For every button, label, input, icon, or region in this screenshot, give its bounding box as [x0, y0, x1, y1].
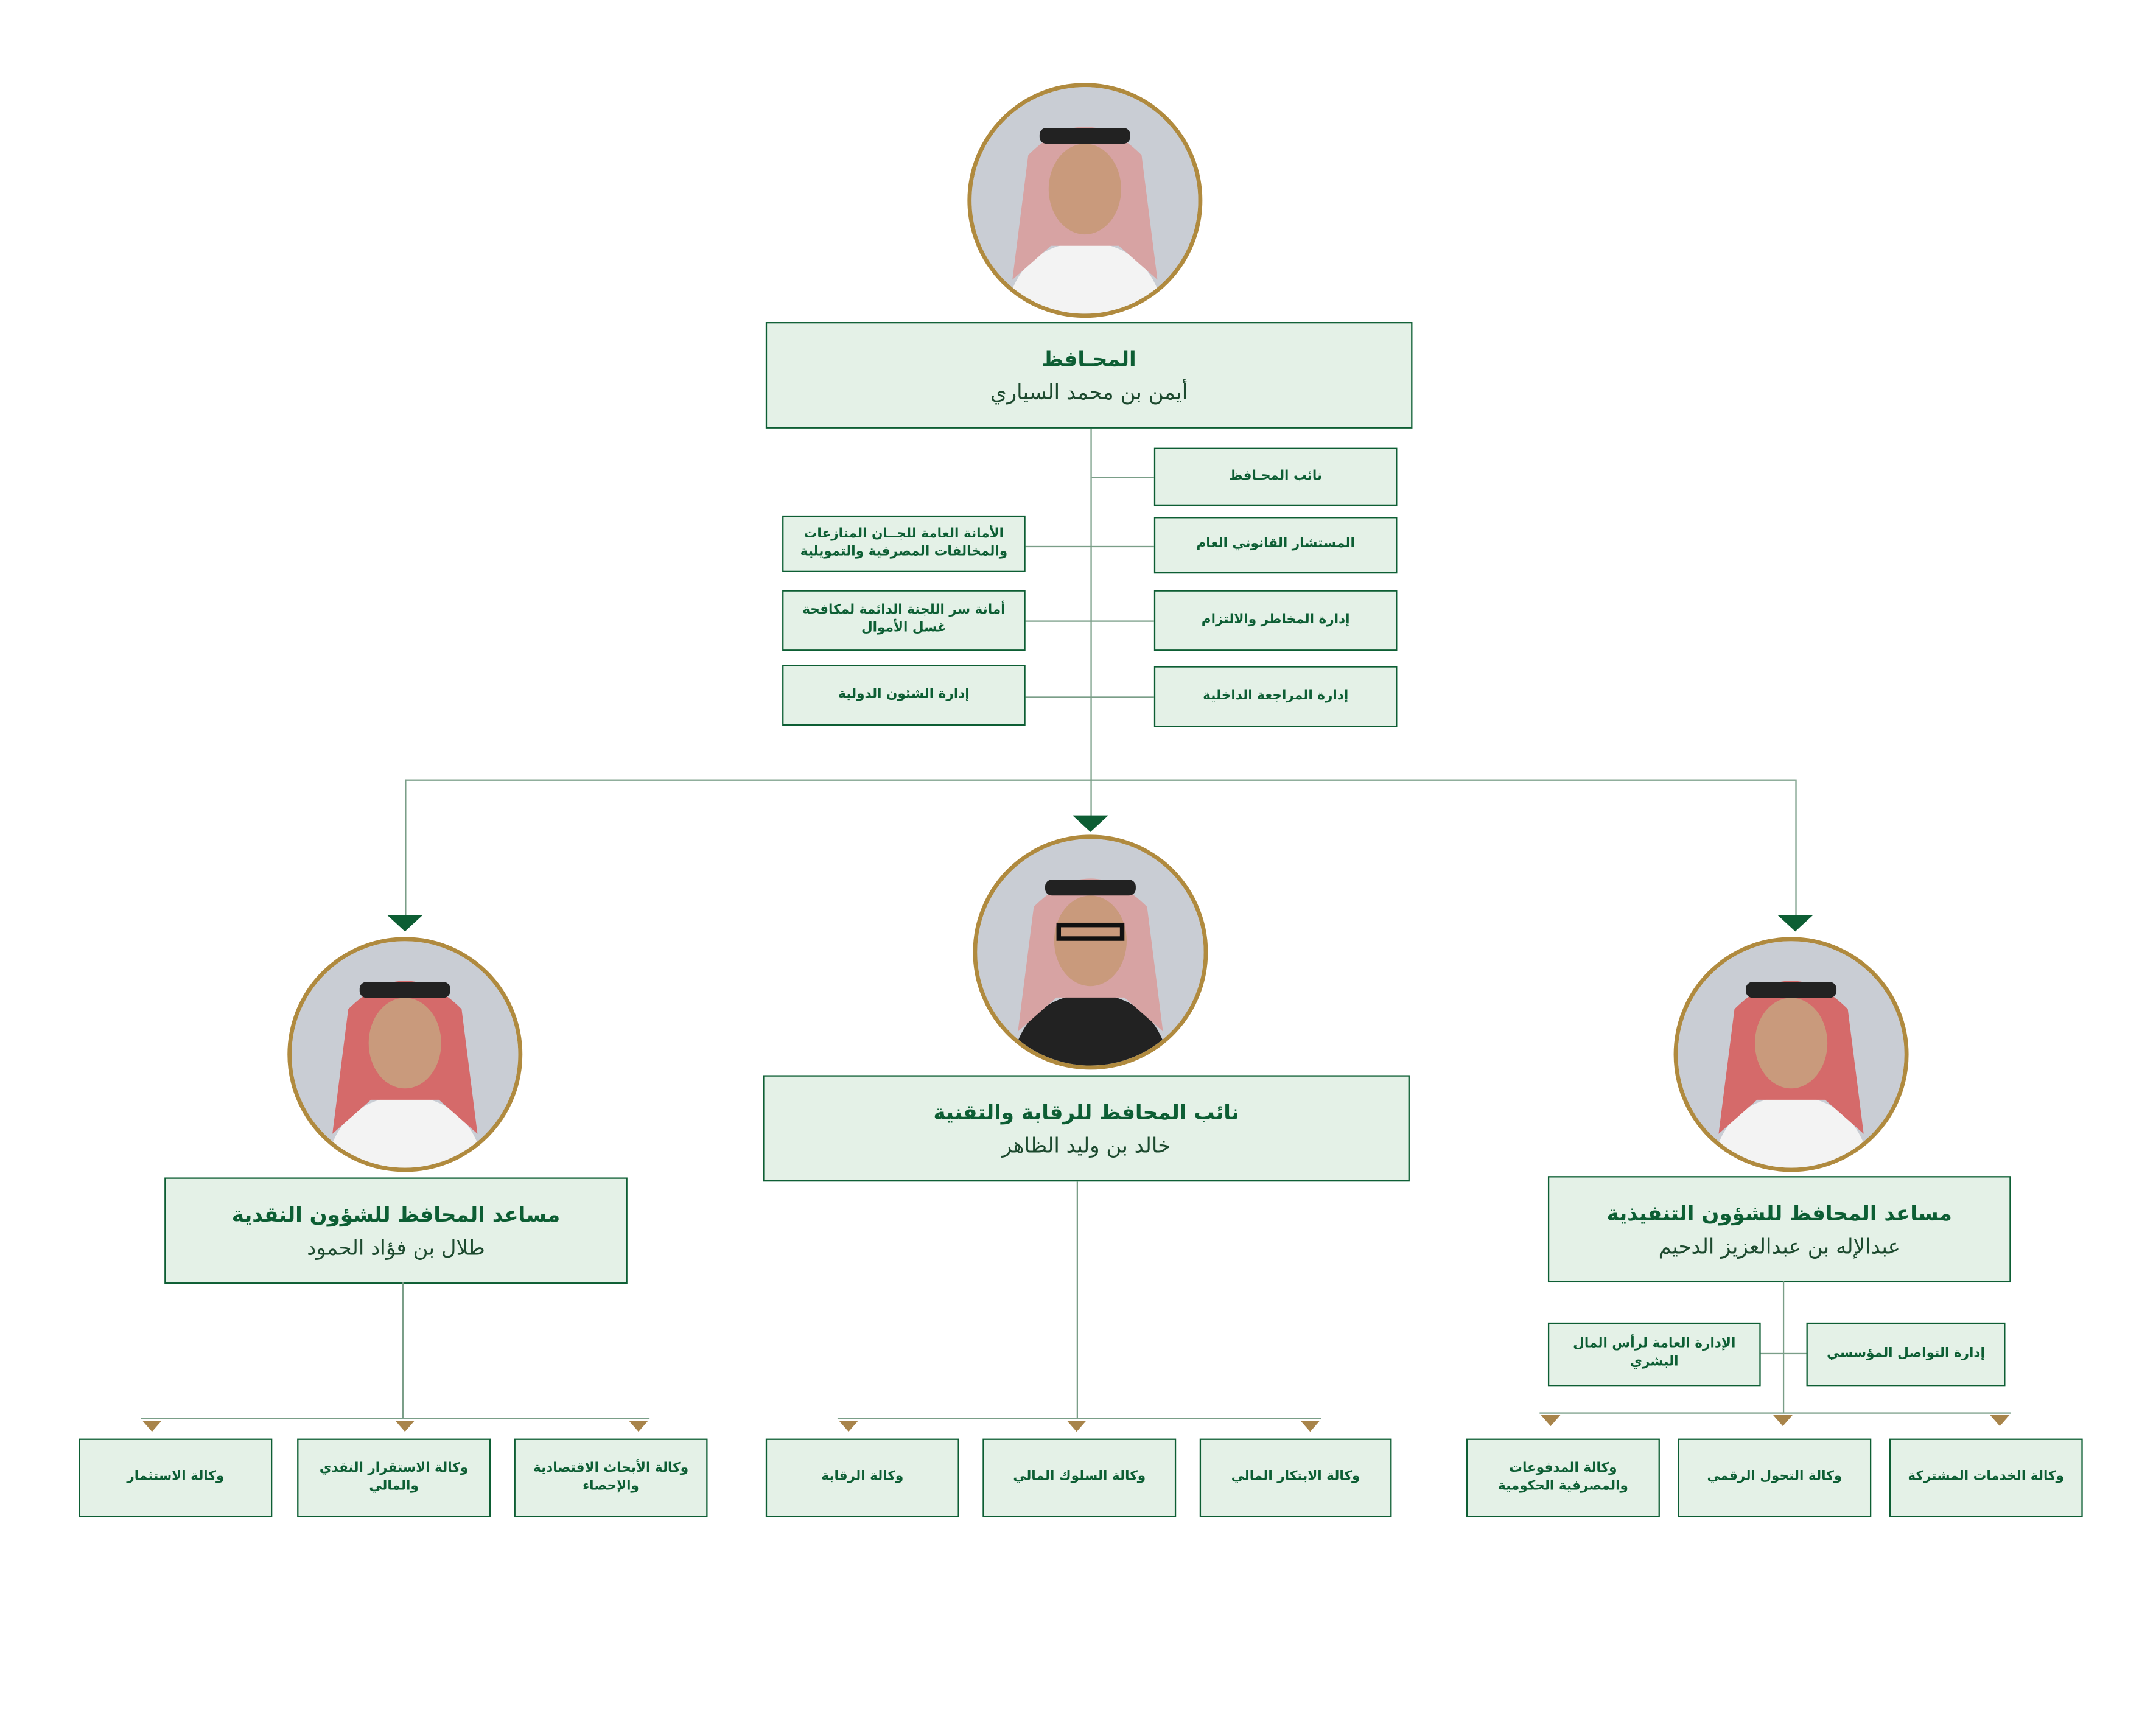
position-title: مساعد المحافظ للشؤون النقدية [231, 1202, 561, 1227]
unit-box: إدارة المخاطر والالتزام [1153, 590, 1398, 651]
governor-photo [967, 83, 1203, 318]
connector-line [837, 1418, 1321, 1419]
person-icon [1678, 941, 1905, 1168]
arrow-down-icon [395, 1421, 415, 1432]
arrow-down-icon [142, 1421, 162, 1432]
connector-line [1024, 696, 1154, 698]
arrow-down-icon [1072, 815, 1108, 832]
position-title: المحـافظ [1041, 346, 1136, 371]
agency-box: وكالة السلوك المالي [982, 1438, 1177, 1518]
governor-box: المحـافظ أيمن بن محمد السياري [765, 322, 1413, 428]
connector-line [141, 1418, 650, 1419]
connector-line [1090, 427, 1092, 817]
person-icon [971, 87, 1199, 314]
agency-box: وكالة الرقابة [765, 1438, 959, 1518]
left-assistant-box: مساعد المحافظ للشؤون النقدية طلال بن فؤا… [164, 1177, 628, 1284]
connector-line [1076, 1181, 1078, 1418]
person-name: خالد بن وليد الظاهر [1001, 1132, 1171, 1158]
agency-box: وكالة الاستقرار النقدي والمالي [297, 1438, 491, 1518]
arrow-down-icon [1300, 1421, 1320, 1432]
arrow-down-icon [387, 915, 423, 932]
agency-box: وكالة الخدمات المشتركة [1889, 1438, 2083, 1518]
position-title: مساعد المحافظ للشؤون التنفيذية [1606, 1200, 1952, 1225]
agency-box: وكالة المدفوعات والمصرفية الحكومية [1466, 1438, 1660, 1518]
arrow-down-icon [1990, 1415, 2010, 1427]
right-photo [1673, 937, 1909, 1172]
connector-line [1539, 1412, 2011, 1414]
connector-line [1782, 1281, 1785, 1413]
unit-box: إدارة الشئون الدولية [782, 665, 1026, 726]
left-photo [287, 937, 523, 1172]
agency-box: وكالة الأبحاث الاقتصادية والإحصاء [514, 1438, 708, 1518]
arrow-down-icon [1541, 1415, 1561, 1427]
position-title: نائب المحافظ للرقابة والتقنية [933, 1099, 1239, 1125]
arrow-down-icon [1773, 1415, 1793, 1427]
arrow-down-icon [629, 1421, 648, 1432]
unit-box: نائب المحـافظ [1153, 447, 1398, 506]
arrow-down-icon [1066, 1421, 1087, 1432]
connector-line [1759, 1352, 1807, 1355]
person-name: طلال بن فؤاد الحمود [307, 1234, 485, 1260]
connector-line [1024, 545, 1154, 548]
person-icon [292, 941, 519, 1168]
arrow-down-icon [839, 1421, 858, 1432]
unit-box: إدارة المراجعة الداخلية [1153, 666, 1398, 727]
person-name: أيمن بن محمد السياري [990, 379, 1188, 405]
unit-box: أمانة سر اللجنة الدائمة لمكافحة غسل الأم… [782, 590, 1026, 651]
right-assistant-box: مساعد المحافظ للشؤون التنفيذية عبدالإله … [1547, 1176, 2011, 1283]
unit-box: الأمانة العامة للجــان المنازعات والمخال… [782, 515, 1026, 572]
connector-line [1091, 477, 1154, 478]
center-photo [973, 834, 1208, 1070]
connector-line [1795, 779, 1797, 915]
agency-box: وكالة الابتكار المالي [1199, 1438, 1392, 1518]
connector-line [405, 779, 407, 915]
unit-box: إدارة التواصل المؤسسي [1806, 1322, 2006, 1387]
unit-box: الإدارة العامة لرأس المال البشري [1547, 1322, 1761, 1387]
person-name: عبدالإله بن عبدالعزيز الدحيم [1658, 1233, 1900, 1259]
connector-line [402, 1282, 404, 1418]
agency-box: وكالة التحول الرقمي [1678, 1438, 1872, 1518]
agency-box: وكالة الاستثمار [79, 1438, 273, 1518]
connector-line [1024, 620, 1154, 622]
unit-box: المستشار القانوني العام [1153, 517, 1398, 574]
center-deputy-box: نائب المحافظ للرقابة والتقنية خالد بن ول… [763, 1075, 1410, 1182]
arrow-down-icon [1777, 915, 1813, 932]
person-icon [977, 839, 1204, 1066]
connector-line [405, 779, 1796, 781]
